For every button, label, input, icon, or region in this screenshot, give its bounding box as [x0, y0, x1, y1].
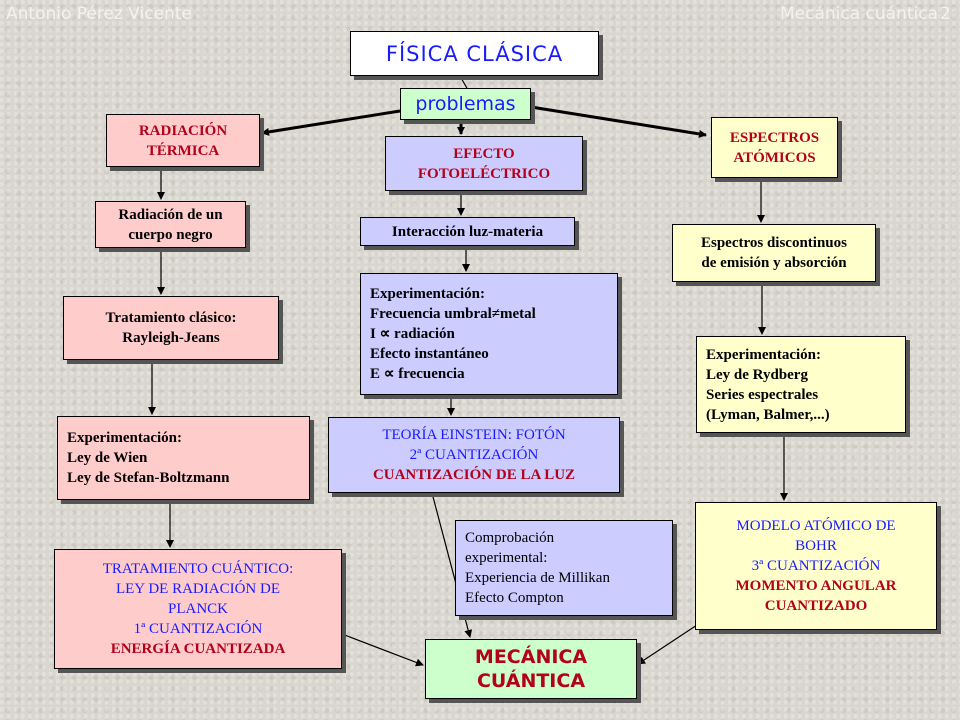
box-line: MOMENTO ANGULAR: [735, 578, 897, 594]
box-line: Experimentación:: [67, 430, 182, 446]
box-line: I ∝ radiación: [370, 326, 455, 342]
espectros-discontinuos-box: Espectros discontinuos de emisión y abso…: [672, 224, 876, 282]
arrow-l5: [341, 633, 424, 667]
box-line: FOTOELÉCTRICO: [417, 165, 551, 182]
mecanica-cuantica-box: MECÁNICA CUÁNTICA: [425, 639, 637, 699]
rydberg-box: Experimentación: Ley de Rydberg Series e…: [696, 336, 906, 433]
box-line: Experiencia de Millikan: [465, 570, 610, 586]
box-line: Radiación de un: [118, 206, 223, 223]
arrow-r4: [637, 624, 698, 665]
arrow-to-radiacion: [261, 109, 401, 136]
page-number: 2: [940, 4, 951, 24]
box-line: Espectros discontinuos: [700, 235, 847, 251]
box-line: TRATAMIENTO CUÁNTICO:: [102, 561, 294, 577]
subject-label: Mecánica cuántica: [780, 4, 939, 24]
author-label: Antonio Pérez Vicente: [6, 4, 192, 24]
box-line: de emisión y absorción: [701, 255, 847, 271]
espectros-atomicos-box: ESPECTROS ATÓMICOS: [711, 117, 838, 178]
radiacion-termica-box: RADIACIÓN TÉRMICA: [106, 114, 260, 167]
cuerpo-negro-box: Radiación de un cuerpo negro: [95, 201, 246, 248]
efecto-fotoelectrico-box: EFECTO FOTOELÉCTRICO: [385, 136, 583, 191]
problemas-box: problemas: [400, 88, 531, 120]
box-line: BOHR: [795, 538, 837, 554]
box-line: ESPECTROS: [729, 129, 820, 146]
box-line: CUANTIZACIÓN DE LA LUZ: [372, 467, 576, 483]
planck-box: TRATAMIENTO CUÁNTICO: LEY DE RADIACIÓN D…: [54, 549, 342, 669]
box-line: TÉRMICA: [146, 142, 220, 159]
arrow-to-espectros: [530, 105, 707, 138]
interaccion-box: Interacción luz-materia: [360, 217, 575, 246]
box-line: Series espectrales: [706, 386, 819, 403]
box-line: Tratamiento clásico:: [105, 310, 237, 326]
box-line: Ley de Rydberg: [706, 366, 808, 383]
millikan-box: Comprobación experimental: Experiencia d…: [455, 520, 673, 616]
box-line: Rayleigh-Jeans: [122, 330, 220, 346]
box-line: EFECTO: [453, 145, 515, 162]
box-line: ATÓMICOS: [733, 149, 816, 166]
box-line: cuerpo negro: [128, 226, 213, 243]
box-line: Comprobación: [465, 530, 555, 546]
box-line: ENERGÍA CUANTIZADA: [110, 641, 286, 657]
box-line: Efecto instantáneo: [370, 346, 489, 362]
box-line: 3ª CUANTIZACIÓN: [751, 558, 881, 574]
box-line: Ley de Wien: [67, 450, 148, 466]
box-line: Frecuencia umbral≠metal: [370, 306, 536, 322]
box-line: experimental:: [465, 550, 548, 566]
bohr-box: MODELO ATÓMICO DE BOHR 3ª CUANTIZACIÓN M…: [695, 502, 937, 630]
box-line: E ∝ frecuencia: [370, 366, 465, 382]
rayleigh-jeans-box: Tratamiento clásico: Rayleigh-Jeans: [63, 296, 279, 360]
box-line: RADIACIÓN: [138, 122, 228, 139]
box-line: CUANTIZADO: [764, 598, 868, 614]
einstein-box: TEORÍA EINSTEIN: FOTÓN 2ª CUANTIZACIÓN C…: [328, 417, 620, 493]
box-line: 1ª CUANTIZACIÓN: [133, 621, 263, 637]
box-line: Experimentación:: [706, 346, 821, 363]
box-line: 2ª CUANTIZACIÓN: [409, 447, 539, 463]
box-line: Experimentación:: [370, 286, 485, 302]
box-line: Efecto Compton: [465, 590, 564, 606]
box-line: TEORÍA EINSTEIN: FOTÓN: [382, 427, 566, 443]
fisica-clasica-box: FÍSICA CLÁSICA: [350, 31, 599, 76]
box-line: Ley de Stefan-Boltzmann: [67, 470, 230, 486]
box-line: LEY DE RADIACIÓN DE: [115, 581, 280, 597]
link-title-problems: [459, 75, 469, 91]
box-line: MECÁNICA: [474, 646, 588, 668]
box-line: PLANCK: [167, 601, 228, 617]
box-line: (Lyman, Balmer,...): [706, 406, 830, 423]
experimentacion-fotoelectrico-box: Experimentación: Frecuencia umbral≠metal…: [360, 273, 618, 395]
box-line: CUÁNTICA: [476, 670, 586, 692]
box-line: MODELO ATÓMICO DE: [736, 518, 896, 534]
ley-wien-box: Experimentación: Ley de Wien Ley de Stef…: [57, 416, 310, 500]
